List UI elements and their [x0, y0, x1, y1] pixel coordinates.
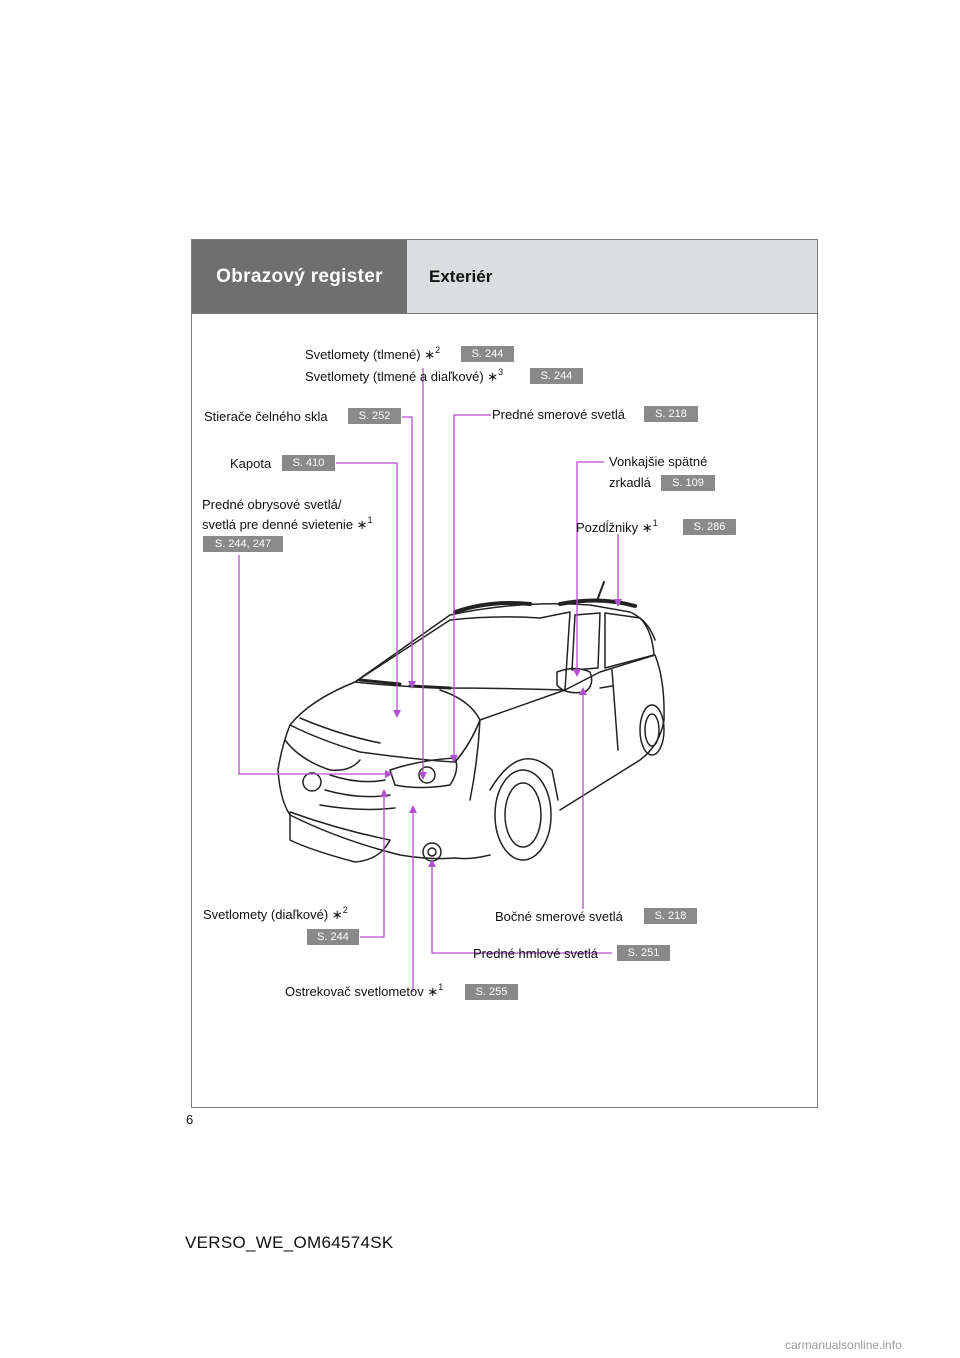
label-roof-rails: Pozdĺžniky ∗1	[576, 518, 658, 536]
page-ref-position-lights[interactable]: S. 244, 247	[203, 536, 283, 552]
page-title: Exteriér	[407, 240, 817, 313]
label-hood: Kapota	[230, 456, 272, 471]
leader-arrowheads	[380, 599, 622, 867]
page-ref-side-turn-signals[interactable]: S. 218	[644, 908, 697, 924]
label-front-turn-signals: Predné smerové svetlá	[492, 407, 625, 422]
label-side-turn-signals: Bočné smerové svetlá	[495, 909, 623, 924]
page-ref-headlight-cleaners[interactable]: S. 255	[465, 984, 518, 1000]
page-ref-roof-rails[interactable]: S. 286	[683, 519, 736, 535]
label-headlights-low: Svetlomety (tlmené) ∗2	[305, 345, 441, 363]
page-ref-headlights-low-high[interactable]: S. 244	[530, 368, 583, 384]
page-ref-fog-lights[interactable]: S. 251	[617, 945, 670, 961]
header-divider	[192, 313, 817, 314]
label-mirrors-line1: Vonkajšie spätné	[609, 454, 708, 469]
label-position-lights-line1: Predné obrysové svetlá/	[202, 497, 342, 512]
label-position-lights-line2: svetlá pre denné svietenie ∗1	[202, 515, 373, 533]
label-headlights-high: Svetlomety (diaľkové) ∗2	[203, 905, 348, 923]
label-wipers: Stierače čelného skla	[204, 409, 328, 424]
page-frame	[191, 239, 818, 1108]
page-ref-hood[interactable]: S. 410	[282, 455, 335, 471]
section-title: Obrazový register	[192, 240, 407, 313]
label-headlight-cleaners: Ostrekovač svetlometov ∗1	[285, 982, 444, 1000]
watermark: carmanualsonline.info	[785, 1338, 902, 1352]
document-code: VERSO_WE_OM64574SK	[185, 1233, 394, 1252]
page-ref-front-turn-signals[interactable]: S. 218	[644, 406, 698, 422]
page-ref-headlights-high[interactable]: S. 244	[307, 929, 359, 945]
label-fog-lights: Predné hmlové svetlá	[473, 946, 599, 961]
label-headlights-low-high: Svetlomety (tlmené a diaľkové) ∗3	[305, 367, 504, 385]
car-drawing	[277, 581, 665, 863]
page-number: 6	[186, 1112, 194, 1127]
page-ref-headlights-low[interactable]: S. 244	[461, 346, 514, 362]
page-ref-mirrors[interactable]: S. 109	[661, 475, 715, 491]
label-mirrors-line2: zrkadlá	[609, 475, 651, 490]
leader-lines	[238, 368, 619, 992]
page-ref-wipers[interactable]: S. 252	[348, 408, 401, 424]
